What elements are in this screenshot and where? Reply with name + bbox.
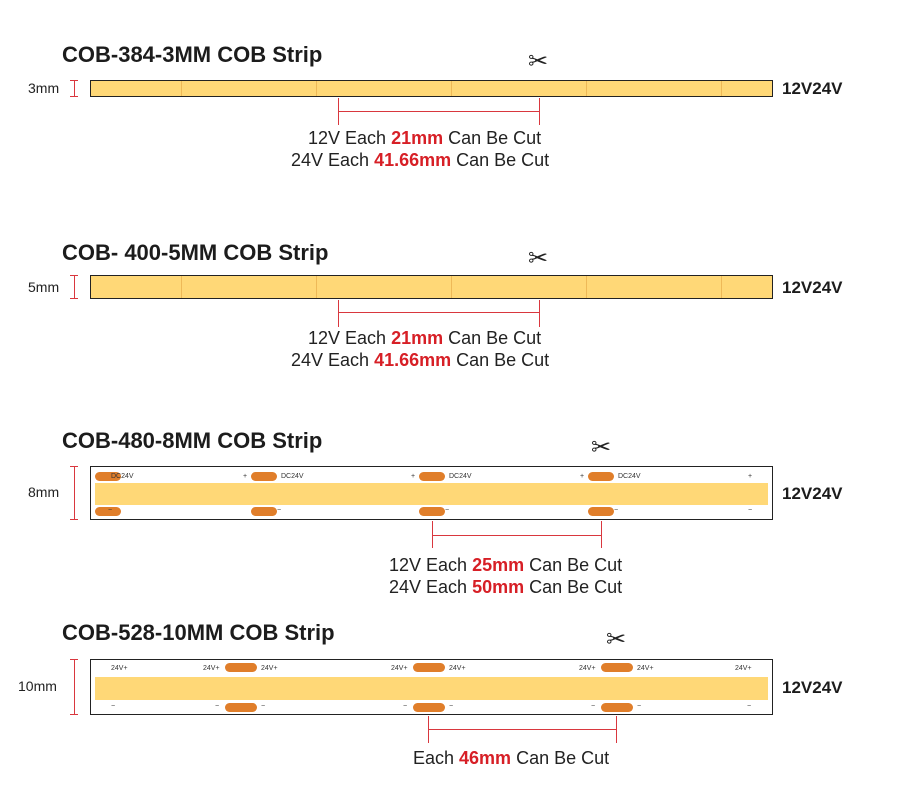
cut-dimension bbox=[338, 312, 539, 313]
voltage-label: 12V24V bbox=[782, 278, 843, 297]
strip-title: COB-384-3MM COB Strip bbox=[62, 42, 323, 67]
width-bracket bbox=[74, 466, 75, 520]
cut-caption: Each 46mm Can Be Cut bbox=[413, 748, 610, 768]
led-strip bbox=[90, 80, 773, 97]
width-bracket bbox=[74, 275, 75, 299]
scissors-icon: ✂ bbox=[528, 48, 549, 75]
scissors-icon: ✂ bbox=[528, 245, 549, 272]
cut-caption: 12V Each 25mm Can Be Cut bbox=[389, 555, 623, 575]
cut-caption: 12V Each 21mm Can Be Cut bbox=[308, 128, 542, 148]
led-strip: 24V+ 24V+ 24V+ 24V+ 24V+ 24V+ 24V+ 24V+ … bbox=[90, 659, 773, 715]
led-strip: DC24V DC24V DC24V DC24V + + + + − − − − … bbox=[90, 466, 773, 520]
cut-dimension bbox=[432, 535, 601, 536]
width-bracket bbox=[74, 80, 75, 97]
voltage-label: 12V24V bbox=[782, 79, 843, 98]
strip-title: COB-528-10MM COB Strip bbox=[62, 620, 335, 645]
cut-dimension bbox=[428, 729, 616, 730]
cut-caption: 24V Each 50mm Can Be Cut bbox=[389, 577, 623, 597]
width-bracket bbox=[74, 659, 75, 715]
width-label: 5mm bbox=[28, 279, 60, 295]
strip-title: COB- 400-5MM COB Strip bbox=[62, 240, 329, 265]
cut-dimension bbox=[338, 111, 539, 112]
led-strip bbox=[90, 275, 773, 299]
strip-title: COB-480-8MM COB Strip bbox=[62, 428, 323, 453]
cut-caption: 24V Each 41.66mm Can Be Cut bbox=[291, 350, 550, 370]
voltage-label: 12V24V bbox=[782, 484, 843, 503]
cut-caption: 24V Each 41.66mm Can Be Cut bbox=[291, 150, 550, 170]
scissors-icon: ✂ bbox=[591, 434, 612, 461]
width-label: 3mm bbox=[28, 80, 60, 96]
cut-caption: 12V Each 21mm Can Be Cut bbox=[308, 328, 542, 348]
voltage-label: 12V24V bbox=[782, 678, 843, 697]
scissors-icon: ✂ bbox=[606, 626, 627, 653]
width-label: 8mm bbox=[28, 484, 60, 500]
width-label: 10mm bbox=[18, 678, 57, 694]
